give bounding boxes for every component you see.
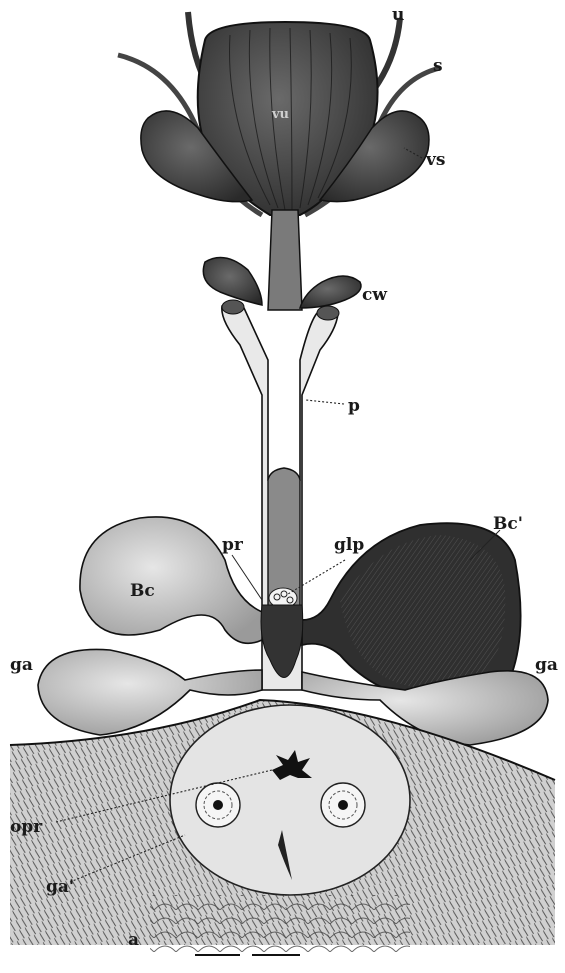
scaly-tail-base bbox=[150, 895, 410, 955]
gland-opening-right bbox=[321, 783, 365, 827]
label-pr: pr bbox=[222, 535, 244, 555]
label-cw: cw bbox=[362, 285, 387, 305]
label-opr: opr bbox=[10, 817, 43, 837]
label-glp: glp bbox=[334, 535, 364, 555]
label-u: u bbox=[392, 5, 404, 25]
label-ga-prime: ga' bbox=[46, 877, 74, 897]
label-ga-right: ga bbox=[535, 655, 558, 675]
label-vu: vu bbox=[271, 107, 289, 122]
label-bc-prime: Bc' bbox=[493, 514, 523, 534]
label-s: s bbox=[433, 56, 443, 76]
anal-region bbox=[170, 705, 410, 895]
gland-opening-left bbox=[196, 783, 240, 827]
label-p: p bbox=[348, 396, 360, 416]
label-a: a bbox=[128, 930, 139, 950]
label-bc: Bc bbox=[130, 581, 155, 601]
label-ga-left: ga bbox=[10, 655, 33, 675]
label-vs: vs bbox=[425, 150, 445, 170]
urethra-neck bbox=[268, 210, 302, 310]
